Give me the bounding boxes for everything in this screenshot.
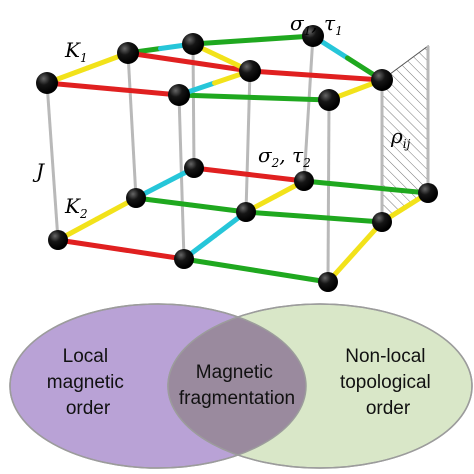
bond-segment xyxy=(118,247,187,262)
k1-label: K1 xyxy=(64,38,88,65)
j-bond xyxy=(126,52,138,199)
lattice-diagram xyxy=(36,25,438,292)
lattice-node xyxy=(372,212,392,232)
lattice-node xyxy=(318,89,340,111)
j-bond xyxy=(302,35,315,182)
lattice-node xyxy=(168,84,190,106)
j-bond xyxy=(45,82,60,241)
lattice-node xyxy=(36,72,58,94)
j-label: J xyxy=(32,159,45,183)
lattice-node xyxy=(302,25,324,47)
svg-text:Local magnetic ord: Local magnetic order xyxy=(47,346,129,419)
lattice-node xyxy=(117,42,139,64)
k2-label: K2 xyxy=(64,194,88,221)
lattice-nodes xyxy=(36,25,438,292)
venn-left-line-1: Local xyxy=(63,346,108,367)
lattice-node xyxy=(318,272,338,292)
bond-segment xyxy=(363,184,431,196)
bond-segment xyxy=(181,256,259,273)
venn-center-line-1: Magnetic xyxy=(196,362,273,383)
venn-right-line-2: topological xyxy=(340,372,431,393)
lattice-node xyxy=(184,158,204,178)
sigma2-tau2-label: σ2, τ2 xyxy=(258,143,311,170)
j-bond xyxy=(244,70,252,213)
bond-segment xyxy=(176,92,257,100)
venn-diagram: Local magnetic order Magnetic fragmentat… xyxy=(9,303,473,469)
lattice-node xyxy=(174,249,194,269)
bond-segment xyxy=(251,95,332,103)
svg-text:Magnetic fragmentation: Magnetic fragmentation xyxy=(179,362,295,409)
venn-left-line-3: order xyxy=(66,398,111,419)
venn-right-line-3: order xyxy=(366,398,411,419)
lattice-node xyxy=(239,60,261,82)
venn-right-line-1: Non-local xyxy=(345,346,425,367)
bond-segment xyxy=(313,73,385,83)
lattice-node xyxy=(48,230,68,250)
venn-overlap-region xyxy=(168,304,306,468)
bond-segment xyxy=(301,178,369,190)
lattice-node xyxy=(182,33,204,55)
venn-left-line-2: magnetic xyxy=(47,372,124,393)
lattice-labels: K1 K2 J σ1, τ1 σ2, τ2 ρij xyxy=(32,11,411,221)
venn-center-line-2: fragmentation xyxy=(179,388,295,409)
j-bond xyxy=(326,99,331,283)
svg-text:Non-local topological: Non-local topological order xyxy=(340,346,436,419)
bond-segment xyxy=(311,214,385,225)
bond-segment xyxy=(253,268,331,285)
bond-segment xyxy=(44,80,116,92)
vertical-bonds xyxy=(45,35,430,283)
sigma1-tau1-label: σ1, τ1 xyxy=(290,11,343,38)
lattice-node xyxy=(371,69,393,91)
lattice-node xyxy=(294,171,314,191)
bond-segment xyxy=(247,68,319,78)
rho-ij-label: ρij xyxy=(390,124,411,151)
lattice-node xyxy=(418,183,438,203)
bond-segment xyxy=(243,209,317,220)
lattice-node xyxy=(236,202,256,222)
bond-segment xyxy=(55,237,124,252)
bond-segment xyxy=(110,86,182,98)
lattice-node xyxy=(126,188,146,208)
